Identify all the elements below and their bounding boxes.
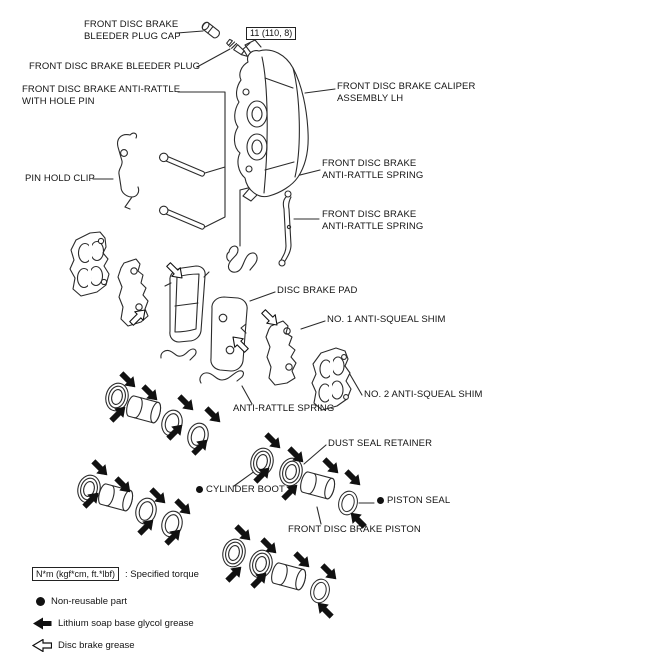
legend-specified-torque: N*m (kgf*cm, ft.*lbf) : Specified torque (32, 567, 199, 581)
anti-rattle-spring-2-drawing (278, 190, 292, 267)
torque-spec-callout: 11 (110, 8) (246, 27, 297, 40)
anti-rattle-spring-3-drawing (199, 370, 244, 384)
label-cylinder-boot: CYLINDER BOOT (196, 484, 285, 496)
disc-brake-pad-left-drawing (164, 265, 210, 343)
label-disc-brake-pad: DISC BRAKE PAD (277, 285, 358, 296)
hole-pin-1 (158, 152, 206, 177)
bleeder-plug-drawing (226, 38, 249, 57)
label-no2-anti-squeal-shim: NO. 2 ANTI-SQUEAL SHIM (364, 389, 483, 400)
piston-set-3 (247, 445, 361, 518)
legend-lithium-grease: Lithium soap base glycol grease (32, 617, 194, 630)
shim-plate-drawing (117, 258, 149, 327)
label-anti-rattle-hole-pin: FRONT DISC BRAKE ANTI-RATTLE WITH HOLE P… (22, 84, 181, 107)
label-bleeder-plug: FRONT DISC BRAKE BLEEDER PLUG (29, 61, 201, 72)
outline-arrow-icon (32, 639, 52, 652)
label-bleeder-plug-cap: FRONT DISC BRAKE BLEEDER PLUG CAP (84, 19, 181, 42)
caliper-assembly-drawing (233, 39, 309, 202)
no2-shim-left-drawing (69, 231, 110, 297)
no1-anti-squeal-shim-drawing (265, 320, 297, 386)
filled-arrow-icon (32, 617, 52, 630)
piston-set-2 (74, 472, 186, 540)
torque-desc: : Specified torque (125, 568, 199, 580)
label-no1-anti-squeal-shim: NO. 1 ANTI-SQUEAL SHIM (327, 314, 446, 325)
label-anti-rattle-spring-1: FRONT DISC BRAKE ANTI-RATTLE SPRING (322, 158, 424, 181)
torque-unit-box: N*m (kgf*cm, ft.*lbf) (32, 567, 120, 581)
label-anti-rattle-spring-3: ANTI-RATTLE SPRING (233, 403, 335, 414)
legend-disc-brake-grease: Disc brake grease (32, 639, 135, 652)
label-front-disc-brake-piston: FRONT DISC BRAKE PISTON (288, 524, 421, 535)
non-reusable-dot-icon (36, 597, 45, 606)
non-reusable-dot-icon (196, 485, 203, 493)
hole-pin-2 (158, 205, 206, 230)
non-reusable-dot-icon (377, 496, 384, 504)
label-anti-rattle-spring-2: FRONT DISC BRAKE ANTI-RATTLE SPRING (322, 209, 424, 232)
legend-non-reusable: Non-reusable part (36, 596, 127, 607)
pad-support-wire-1 (160, 348, 197, 361)
pin-hold-clip-drawing (117, 132, 140, 210)
anti-rattle-spring-1-drawing (226, 245, 258, 273)
leader-lines (92, 30, 375, 525)
label-caliper-assembly: FRONT DISC BRAKE CALIPER ASSEMBLY LH (337, 81, 476, 104)
label-piston-seal: PISTON SEAL (377, 495, 450, 507)
no2-anti-squeal-shim-drawing (311, 347, 352, 411)
disc-brake-pad-right-drawing (210, 296, 248, 372)
bleeder-plug-cap-drawing (201, 21, 220, 39)
label-dust-seal-retainer: DUST SEAL RETAINER (328, 438, 433, 449)
label-pin-hold-clip: PIN HOLD CLIP (25, 173, 95, 184)
